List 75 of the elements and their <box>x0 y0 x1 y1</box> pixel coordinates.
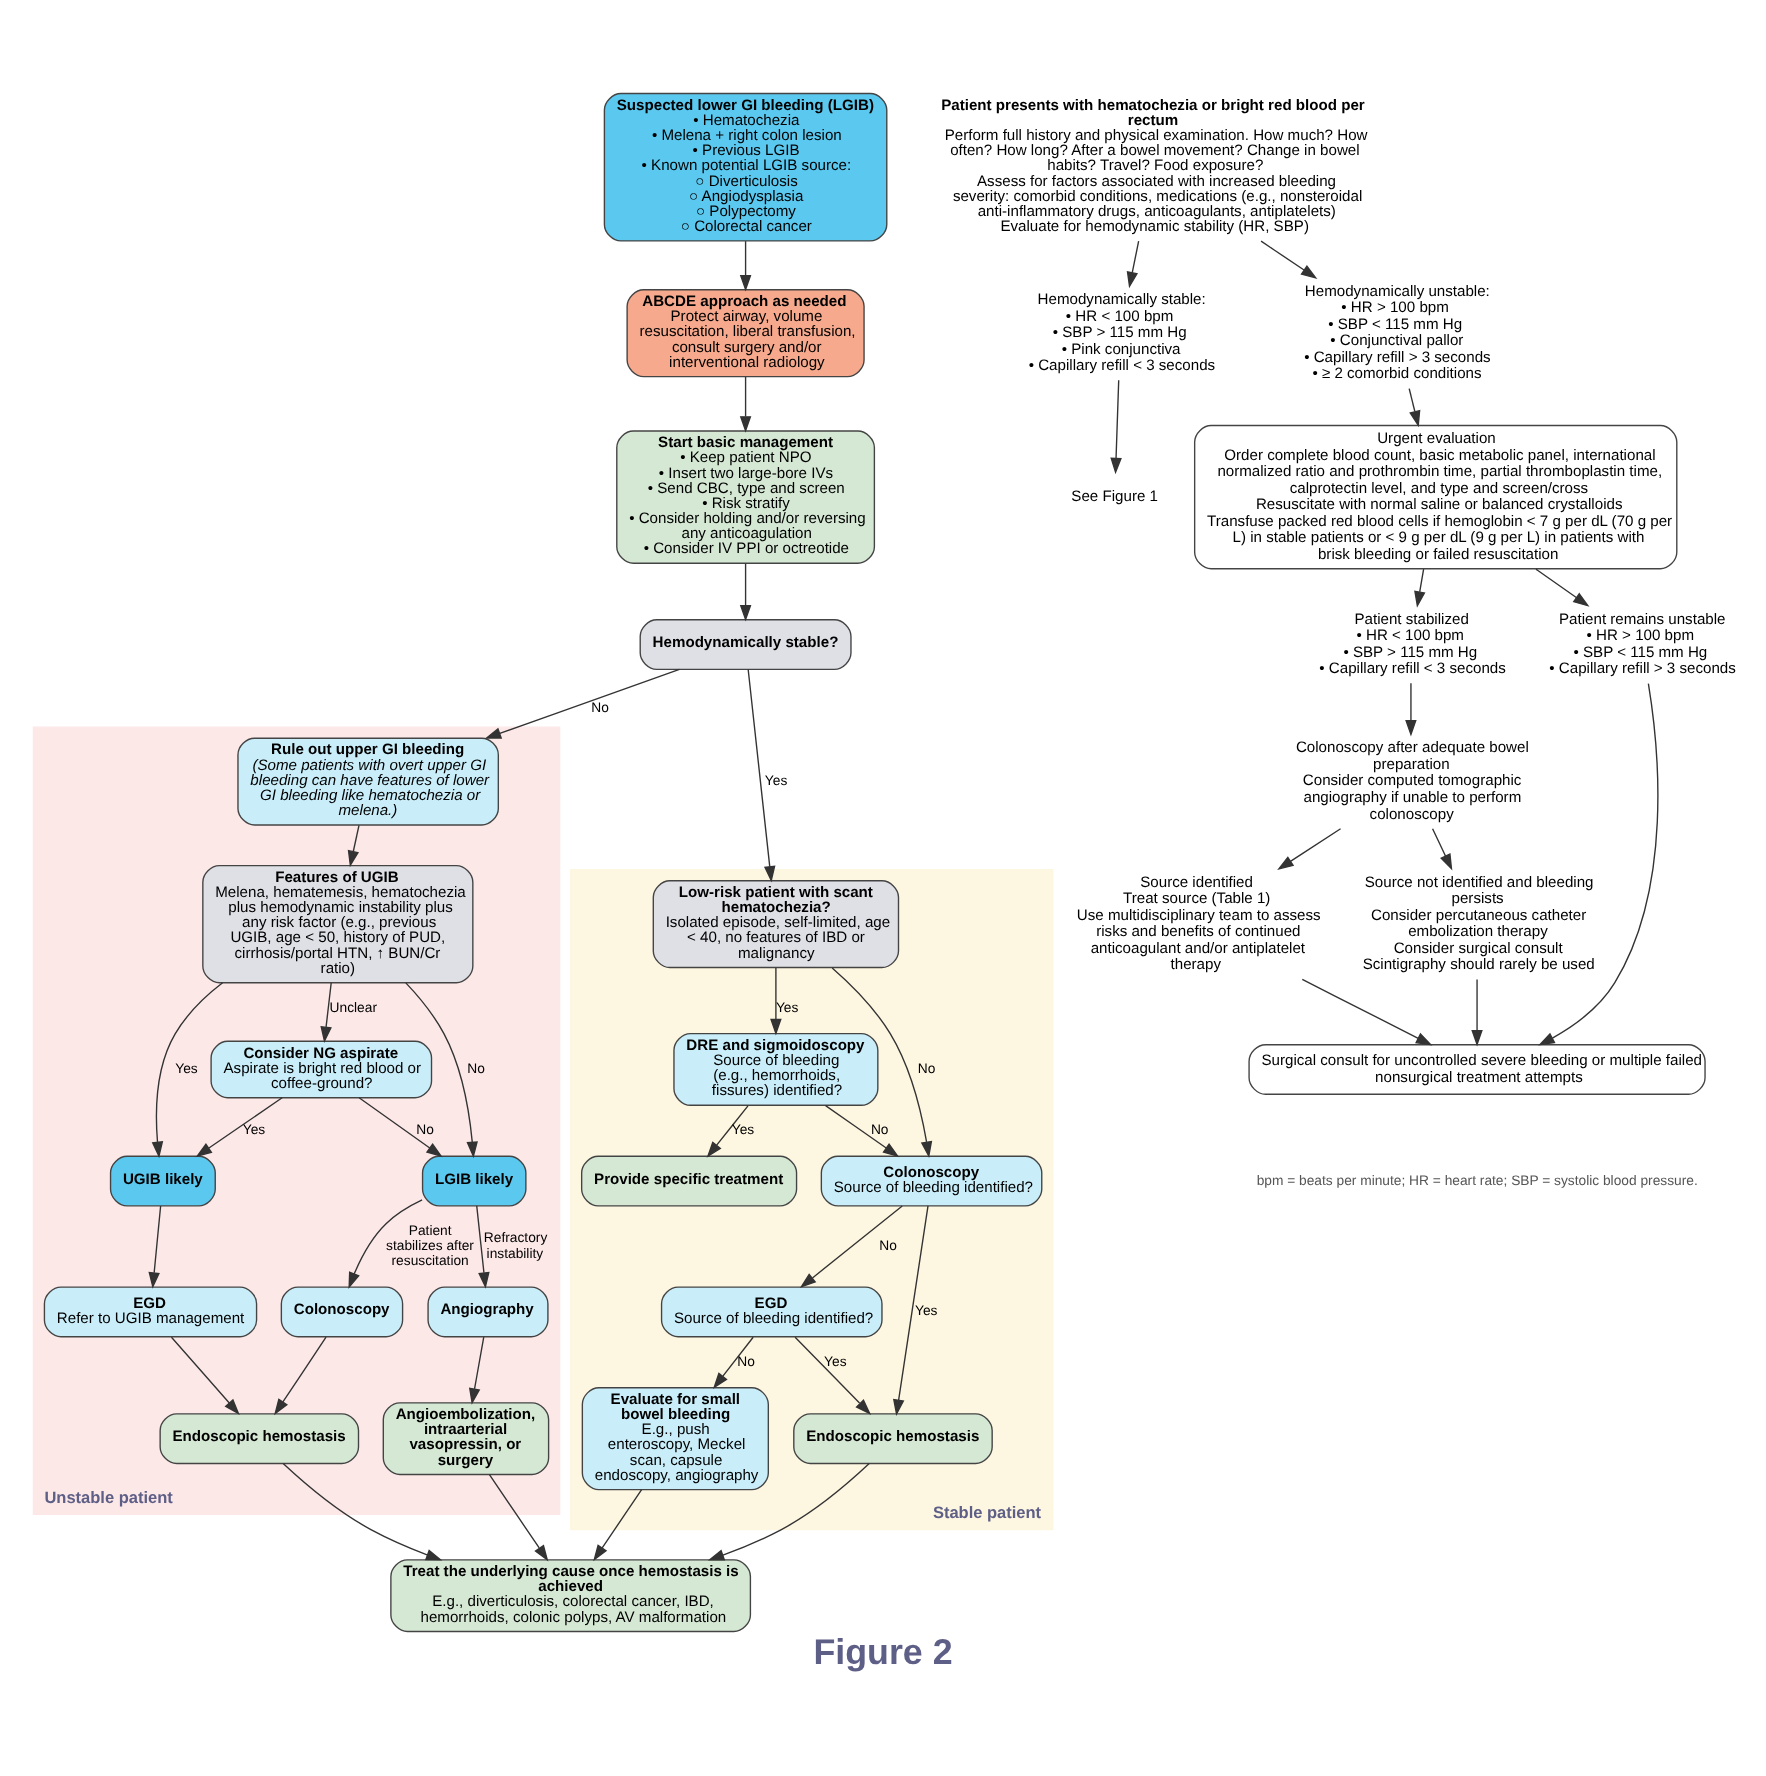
arrow <box>1431 828 1453 871</box>
arrow <box>348 1199 423 1289</box>
node-box: Angioembolization, intraarterial vasopressin, or surgery <box>382 1402 550 1476</box>
arrow <box>1535 568 1590 607</box>
node-box: Treat the underlying cause once hemostasis is achieved E.g., diverticulosis, colorectal cancer, IBD, hemorrhoids, colonic polyps, AV malformation <box>390 1559 752 1633</box>
node-text: Patient remains unstable • HR > 100 bpm • SBP < 115 mm Hg • Capillary refill > 3 seconds <box>1549 609 1736 678</box>
node-box: Endoscopic hemostasis <box>793 1413 993 1465</box>
arrow <box>712 1336 754 1389</box>
caption: Figure 2 <box>813 1632 953 1673</box>
arrow <box>484 668 681 739</box>
arrow <box>1405 682 1417 737</box>
node-box: Start basic management • Keep patient NPO • Insert two large-bore IVs • Send CBC, type and screen • Risk stratify • Consider holding and/or reversing any anticoagulation • Consider IV PPI or octreotide <box>616 430 876 564</box>
arrow <box>770 967 782 1036</box>
arrow <box>1260 240 1318 280</box>
arrow <box>476 1205 490 1289</box>
node-text: Hemodynamically unstable: • HR > 100 bpm • SBP < 115 mm Hg • Conjunctival pallor • Capillary refill > 3 seconds • ≥ 2 comorbid conditions <box>1304 281 1491 383</box>
node-box: Provide specific treatment <box>580 1155 798 1207</box>
node-text: Source not identified and bleeding persists Consider percutaneous catheter embolization therapy Consider surgical consult Scintigraphy should rarely be used <box>1362 872 1595 974</box>
arrow <box>1277 828 1342 870</box>
arrow <box>794 1336 872 1415</box>
node-text: Hemodynamically stable: • HR < 100 bpm • SBP > 115 mm Hg • Pink conjunctiva • Capillary refill < 3 seconds <box>1028 290 1216 375</box>
node-box: Evaluate for small bowel bleeding E.g., push enteroscopy, Meckel scan, capsule endoscopy, angiography <box>581 1387 769 1491</box>
arrow <box>739 376 752 433</box>
arrow <box>1538 682 1659 1046</box>
node-text: Source identified Treat source (Table 1) Use multidisciplinary team to assess risks and benefits of continued anticoagulant and/or antiplatelet therapy <box>1076 872 1321 974</box>
node-box: EGD Source of bleeding identified? <box>660 1286 883 1338</box>
node-box: Colonoscopy Source of bleeding identified? <box>820 1155 1043 1207</box>
arrow <box>593 1489 643 1562</box>
arrow <box>151 982 224 1159</box>
arrow <box>347 824 360 868</box>
node-box: EGD Refer to UGIB management <box>43 1286 258 1338</box>
arrow <box>405 982 478 1159</box>
arrow <box>799 1205 903 1289</box>
node-box: Angiography <box>427 1286 549 1338</box>
arrow <box>488 1473 549 1562</box>
node-box: Hemodynamically stable? <box>639 619 852 670</box>
node-box: Low-risk patient with scant hematochezia? Isolated episode, self-limited, age < 40, no features of IBD or malignancy <box>652 880 900 969</box>
arrow <box>195 1097 283 1158</box>
node-box: ABCDE approach as needed Protect airway, volume resuscitation, liberal transfusion, consult surgery and/or interventional radiology <box>626 289 865 378</box>
arrow <box>739 240 752 292</box>
arrow <box>170 1336 240 1416</box>
arrow <box>739 562 752 622</box>
node-text: See Figure 1 <box>1071 486 1158 505</box>
node-box: LGIB likely <box>421 1155 527 1207</box>
arrow <box>824 1104 900 1158</box>
node-box: Consider NG aspirate Aspirate is bright red blood or coffee-ground? <box>210 1040 433 1099</box>
node-box: Endoscopic hemostasis <box>159 1413 360 1465</box>
arrow <box>892 1205 929 1416</box>
node-box: Suspected lower GI bleeding (LGIB) • Hematochezia • Melena + right colon lesion • Previous LGIB • Known potential LGIB source: ○ Diverticulosis ○ Angiodysplasia ○ Polypectomy ○ Colorectal cancer <box>603 92 888 242</box>
arrow <box>831 967 933 1158</box>
arrow <box>1301 978 1433 1046</box>
arrow <box>282 1462 443 1561</box>
node-box: Features of UGIB Melena, hematemesis, hematochezia plus hemodynamic instability plus any risk factor (e.g., previous UGIB, age < 50, history of PUD, cirrhosis/portal HTN, ↑ BUN/Cr ratio) <box>202 864 474 984</box>
arrow <box>320 982 332 1044</box>
node-box: Surgical consult for uncontrolled severe bleeding or multiple failed nonsurgical treatment attempts <box>1248 1044 1706 1095</box>
node-text: Patient stabilized • HR < 100 bpm • SBP > 115 mm Hg • Capillary refill < 3 seconds <box>1319 609 1506 678</box>
arrow <box>274 1336 327 1416</box>
node-box: DRE and sigmoidoscopy Source of bleeding (e.g., hemorrhoids, fissures) identified? <box>673 1033 879 1106</box>
arrow <box>1471 978 1483 1047</box>
node-box: Colonoscopy <box>280 1286 404 1338</box>
arrow <box>1408 388 1421 428</box>
node-text: Patient presents with hematochezia or bright red blood per rectum Perform full history and physical examination. How much? How often? How long? After a bowel movement? Change in bowel habits? Travel? Food exposure? Assess for factors associated with increased bleeding severity: comorbid conditions, medications (e.g., nonsteroidal anti-inflammatory drugs, anticoagulants, antiplatelets) Evaluate for hemodynamic stability (HR, SBP) <box>941 95 1368 235</box>
node-text: Colonoscopy after adequate bowel preparation Consider computed tomographic angiography if unable to perform colonoscopy <box>1295 738 1529 823</box>
node-box: Urgent evaluation Order complete blood count, basic metabolic panel, international normalized ratio and prothrombin time, partial thromboplastin time, calprotectin level, and type and screen/cross Resuscitate with normal saline or balanced crystalloids Transfuse packed red blood cells if hemoglobin < 7 g per dL (70 g per L) in stable patients or < 9 g per dL (9 g per L) in patients with brisk bleeding or failed resuscitation <box>1194 424 1678 570</box>
arrow <box>747 668 776 883</box>
arrow <box>468 1336 485 1405</box>
node-box: Rule out upper GI bleeding (Some patients with overt upper GI bleeding can have features of lower GI bleeding like hematochezia or melena.) <box>237 737 499 826</box>
arrow <box>1110 379 1122 475</box>
node-box: UGIB likely <box>109 1155 216 1207</box>
arrow <box>1126 240 1140 289</box>
arrow <box>1414 568 1426 608</box>
arrow <box>706 1105 749 1158</box>
arrow <box>148 1205 162 1289</box>
arrow <box>707 1462 870 1561</box>
arrow <box>358 1097 443 1158</box>
